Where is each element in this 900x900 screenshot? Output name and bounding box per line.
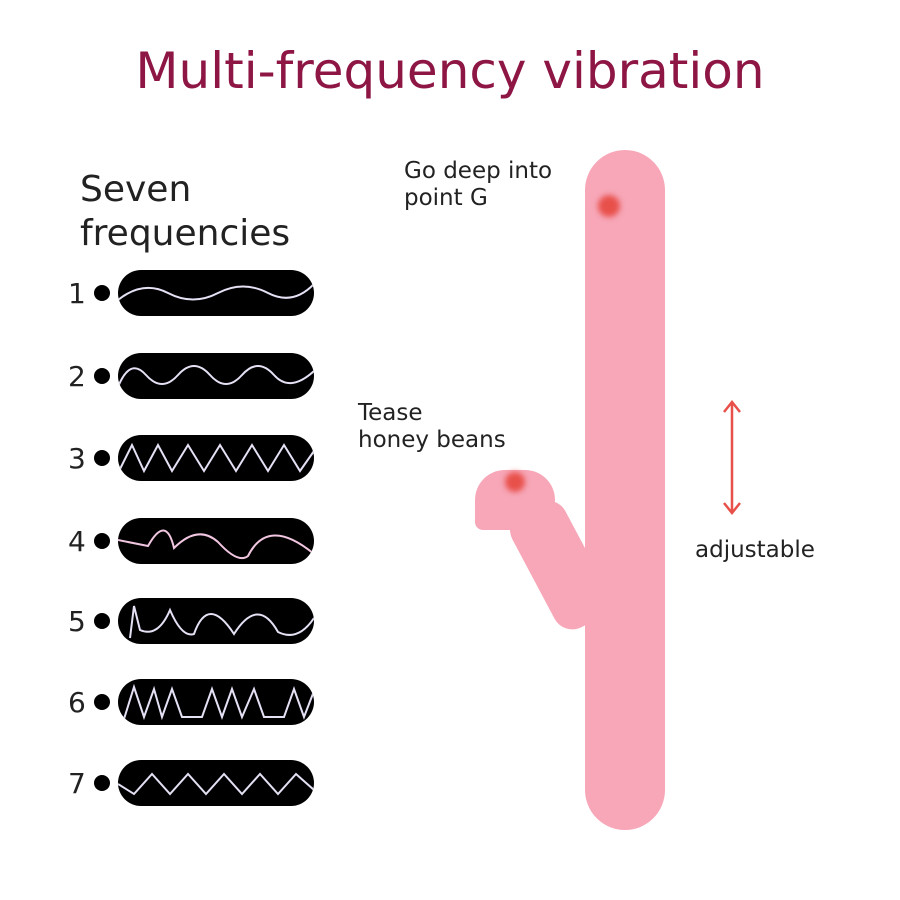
frequency-number: 3 <box>68 441 86 475</box>
wave-pill <box>118 353 314 399</box>
frequency-number: 1 <box>68 276 86 310</box>
frequency-row-6: 6 <box>68 679 328 725</box>
label-top: Go deep into point G <box>404 158 552 212</box>
subtitle-line1: Seven <box>80 169 192 210</box>
label-side: Tease honey beans <box>358 400 506 454</box>
label-adjustable: adjustable <box>695 537 815 563</box>
label-side-line2: honey beans <box>358 427 506 453</box>
frequency-row-5: 5 <box>68 598 328 644</box>
frequency-number: 6 <box>68 685 86 719</box>
frequency-row-2: 2 <box>68 353 328 399</box>
bullet-icon <box>94 533 110 549</box>
wave-pill <box>118 598 314 644</box>
highlight-dot-side <box>505 472 525 492</box>
frequency-row-1: 1 <box>68 270 328 316</box>
highlight-dot-top <box>598 195 620 217</box>
subtitle-line2: frequencies <box>80 213 291 254</box>
frequency-row-7: 7 <box>68 760 328 806</box>
bullet-icon <box>94 450 110 466</box>
wave-pill <box>118 518 314 564</box>
frequency-number: 7 <box>68 766 86 800</box>
frequency-number: 4 <box>68 524 86 558</box>
wave-pill <box>118 760 314 806</box>
frequency-row-3: 3 <box>68 435 328 481</box>
bullet-icon <box>94 694 110 710</box>
bullet-icon <box>94 285 110 301</box>
product-silhouette <box>585 150 665 830</box>
bullet-icon <box>94 368 110 384</box>
adjust-arrow-icon <box>723 400 741 515</box>
frequency-number: 2 <box>68 359 86 393</box>
bullet-icon <box>94 613 110 629</box>
frequency-number: 5 <box>68 604 86 638</box>
wave-pill <box>118 435 314 481</box>
wave-pill <box>118 679 314 725</box>
bullet-icon <box>94 775 110 791</box>
page-title: Multi-frequency vibration <box>135 42 765 100</box>
label-top-line1: Go deep into <box>404 158 553 184</box>
label-top-line2: point G <box>404 185 488 211</box>
frequency-row-4: 4 <box>68 518 328 564</box>
subtitle: Seven frequencies <box>80 168 290 256</box>
wave-pill <box>118 270 314 316</box>
label-side-line1: Tease <box>358 400 423 426</box>
